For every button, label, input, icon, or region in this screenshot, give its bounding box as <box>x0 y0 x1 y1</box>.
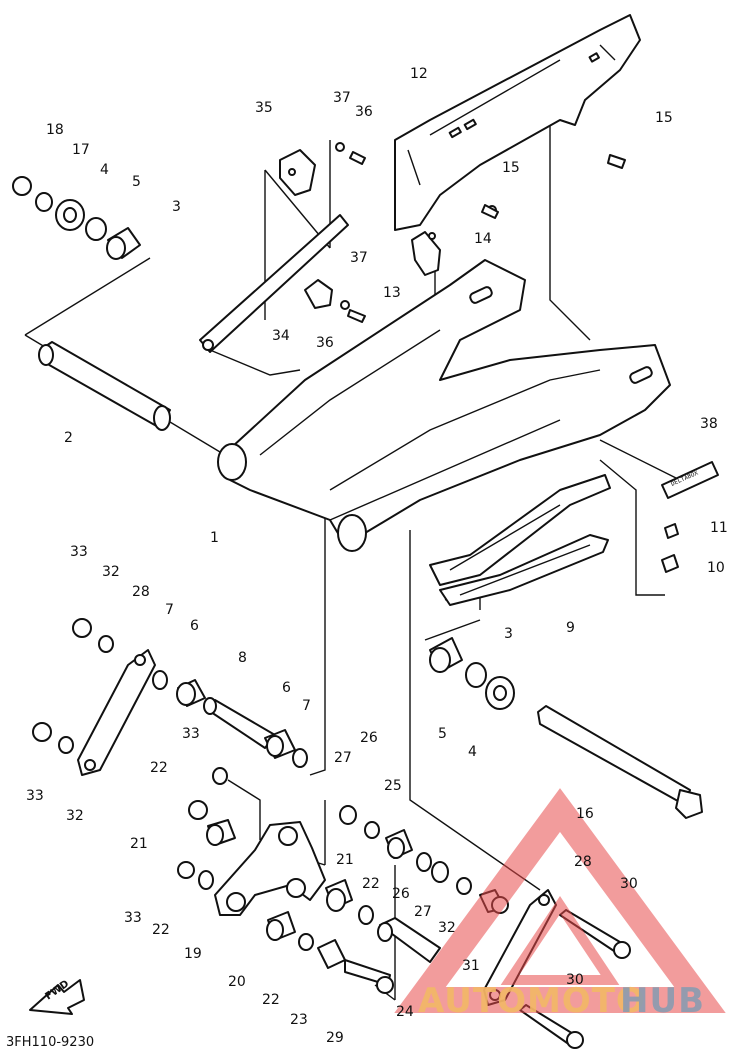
part-13-14-bracket[interactable] <box>411 231 441 276</box>
callout-36: 36 <box>355 104 373 120</box>
part-35-bracket[interactable] <box>279 149 316 196</box>
callout-7b: 7 <box>302 698 311 714</box>
callout-36b: 36 <box>316 335 334 351</box>
callout-33: 33 <box>70 544 88 560</box>
callout-13: 13 <box>383 285 401 301</box>
callout-35: 35 <box>255 100 273 116</box>
callout-26: 26 <box>360 730 378 746</box>
part-34-clamp[interactable] <box>304 279 333 309</box>
callout-33d: 33 <box>124 910 142 926</box>
callout-10: 10 <box>707 560 725 576</box>
callout-32: 32 <box>102 564 120 580</box>
part-19-relay-arm[interactable] <box>214 821 326 916</box>
callout-3: 3 <box>172 199 181 215</box>
callout-4: 4 <box>100 162 109 178</box>
callout-25: 25 <box>384 778 402 794</box>
callout-1: 1 <box>210 530 219 546</box>
callout-33c: 33 <box>26 788 44 804</box>
callout-27b: 27 <box>414 904 432 920</box>
callout-32c: 32 <box>438 920 456 936</box>
watermark-logo: AUTOMOTO HUB <box>394 788 726 1021</box>
callout-15b: 15 <box>502 160 520 176</box>
callout-6: 6 <box>190 618 199 634</box>
callout-31: 31 <box>462 958 480 974</box>
callout-4b: 4 <box>468 744 477 760</box>
watermark-auto-moto: AUTOMOTO <box>418 981 646 1021</box>
part-upper-guide-rail[interactable] <box>199 214 349 353</box>
callout-14: 14 <box>474 231 492 247</box>
part-lower-bushings[interactable] <box>177 800 394 994</box>
callout-21: 21 <box>130 836 148 852</box>
part-1-swingarm[interactable] <box>217 259 671 552</box>
part-38-label-plate[interactable]: DELTABOX <box>661 461 719 499</box>
callout-16: 16 <box>576 806 594 822</box>
part-2-pivot-shaft[interactable] <box>38 341 171 431</box>
callout-26b: 26 <box>392 886 410 902</box>
callout-15: 15 <box>655 110 673 126</box>
callout-22c: 22 <box>152 922 170 938</box>
part-16-long-bolt[interactable] <box>537 705 703 819</box>
callout-5b: 5 <box>438 726 447 742</box>
callout-34: 34 <box>272 328 290 344</box>
callout-27: 27 <box>334 750 352 766</box>
part-left-collars[interactable] <box>32 618 308 785</box>
callout-7: 7 <box>165 602 174 618</box>
callout-21b: 21 <box>336 852 354 868</box>
callout-28b: 28 <box>574 854 592 870</box>
part-30-bolts[interactable] <box>519 909 631 1049</box>
part-28-left-link[interactable] <box>77 649 156 776</box>
callout-33b: 33 <box>182 726 200 742</box>
drawing-code: 3FH110-9230 <box>6 1035 94 1050</box>
callout-8: 8 <box>238 650 247 666</box>
callout-19: 19 <box>184 946 202 962</box>
part-37-36-fasteners-top[interactable] <box>335 142 626 323</box>
forward-arrow-icon: FWD <box>29 978 85 1015</box>
callout-37b: 37 <box>350 250 368 266</box>
callout-22: 22 <box>150 760 168 776</box>
watermark-hub: HUB <box>620 981 705 1021</box>
callout-30: 30 <box>620 876 638 892</box>
callout-32b: 32 <box>66 808 84 824</box>
callout-23: 23 <box>290 1012 308 1028</box>
callout-12: 12 <box>410 66 428 82</box>
callout-11: 11 <box>710 520 728 536</box>
callout-22b: 22 <box>362 876 380 892</box>
callout-labels: 12 35 37 36 15 15 18 17 4 5 3 14 37 13 3… <box>26 66 728 1046</box>
callout-29: 29 <box>326 1030 344 1046</box>
part-10-11-bolts[interactable] <box>661 523 679 573</box>
callout-30b: 30 <box>566 972 584 988</box>
callout-18: 18 <box>46 122 64 138</box>
callout-17: 17 <box>72 142 90 158</box>
callout-5: 5 <box>132 174 141 190</box>
callout-24: 24 <box>396 1004 414 1020</box>
callout-6b: 6 <box>282 680 291 696</box>
callout-20: 20 <box>228 974 246 990</box>
callout-2: 2 <box>64 430 73 446</box>
callout-3b: 3 <box>504 626 513 642</box>
callout-28: 28 <box>132 584 150 600</box>
callout-37: 37 <box>333 90 351 106</box>
part-right-bearing-stack[interactable] <box>429 637 515 710</box>
part-top-bearing-stack[interactable] <box>12 176 141 260</box>
callout-22d: 22 <box>262 992 280 1008</box>
callout-38: 38 <box>700 416 718 432</box>
part-12-chain-case[interactable] <box>394 14 641 231</box>
part-9-chain-guide[interactable] <box>429 474 611 606</box>
callout-9: 9 <box>566 620 575 636</box>
